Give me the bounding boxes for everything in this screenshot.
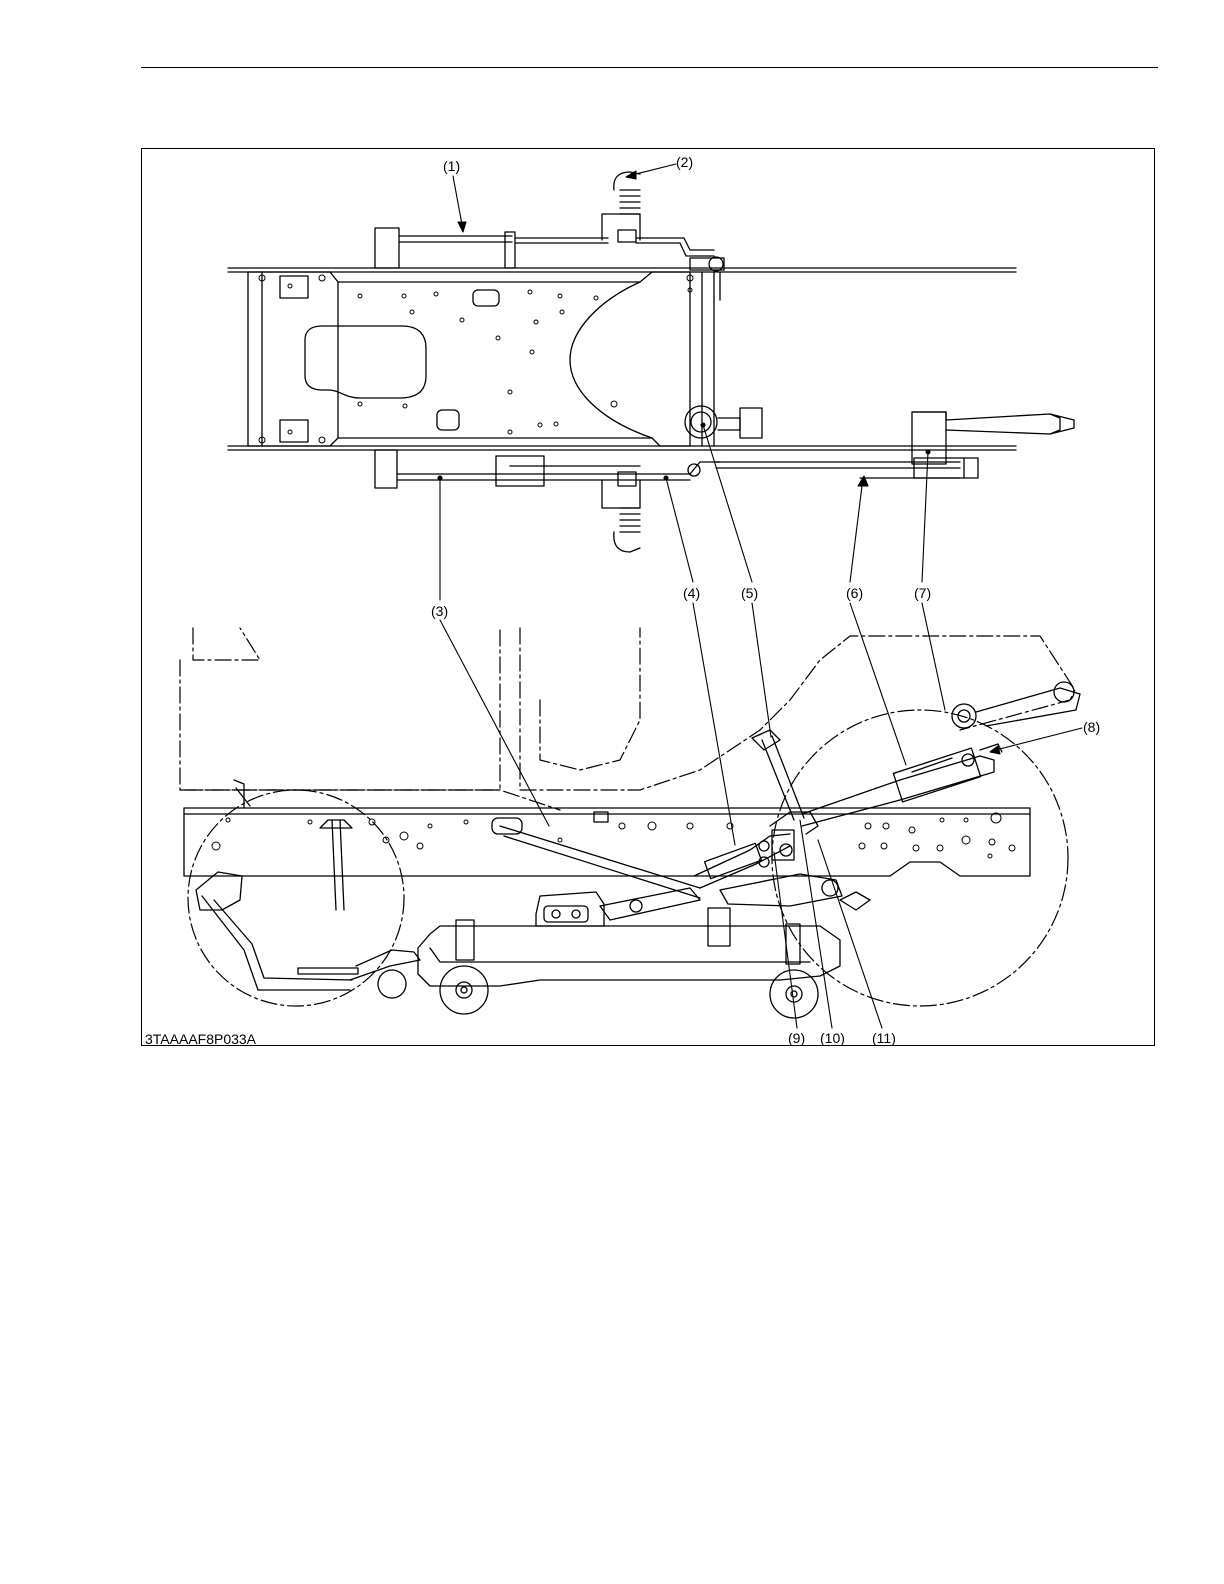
plate-bolts (259, 275, 693, 443)
callout-2: (2) (676, 154, 693, 170)
side-view (180, 628, 1080, 1018)
callout-3: (3) (431, 603, 448, 619)
leader-lines (438, 164, 1082, 1028)
callout-8: (8) (1083, 719, 1100, 735)
top-view-frame (228, 268, 1016, 450)
callout-5: (5) (741, 585, 758, 601)
callout-6: (6) (846, 585, 863, 601)
figure-code: 3TAAAAF8P033A (145, 1031, 256, 1047)
callout-10: (10) (820, 1030, 845, 1046)
callout-1: (1) (443, 158, 460, 174)
plate-cutout (305, 326, 426, 398)
callout-7: (7) (914, 585, 931, 601)
callout-9: (9) (788, 1030, 805, 1046)
callout-11: (11) (872, 1030, 896, 1046)
callout-4: (4) (683, 585, 700, 601)
